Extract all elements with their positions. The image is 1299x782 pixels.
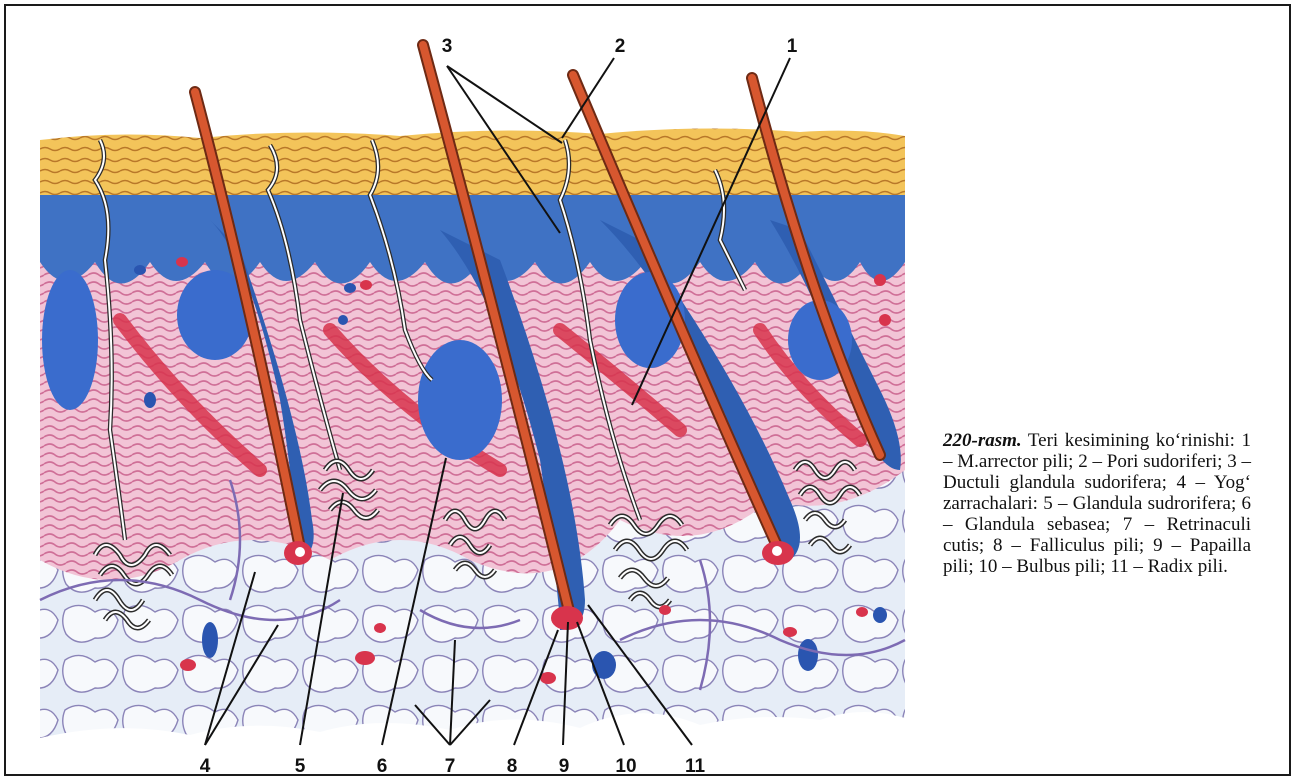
callout-11: 11 <box>685 756 706 777</box>
caption-title: 220-rasm. <box>943 430 1022 451</box>
caption-subtitle: Teri kesimining ko‘rinishi: <box>1022 430 1235 451</box>
caption-legend-item: 10 – Bulbus pili; <box>978 556 1105 577</box>
caption-legend-item: 5 – Glandula sudrorifera; <box>1043 493 1236 514</box>
callout-9: 9 <box>559 756 570 777</box>
callout-8: 8 <box>507 756 518 777</box>
caption-legend-item: 11 – Radix pili. <box>1110 556 1228 577</box>
callout-7: 7 <box>445 756 456 777</box>
callout-numbers-top: 3 2 1 <box>442 36 798 57</box>
callout-2: 2 <box>615 36 626 57</box>
caption-legend-item: 2 – Pori sudoriferi; <box>1078 451 1222 472</box>
callout-3: 3 <box>442 36 453 57</box>
caption-legend-item: 8 – Falliculus pili; <box>993 535 1144 556</box>
callout-numbers-bottom: 4 5 6 7 8 9 10 11 <box>200 756 706 777</box>
callout-10: 10 <box>615 756 636 777</box>
callout-4: 4 <box>200 756 211 777</box>
callout-6: 6 <box>377 756 388 777</box>
figure-caption: 220-rasm. Teri kesimining ko‘rinishi: 1 … <box>943 430 1251 577</box>
callout-5: 5 <box>295 756 306 777</box>
callout-1: 1 <box>787 36 798 57</box>
